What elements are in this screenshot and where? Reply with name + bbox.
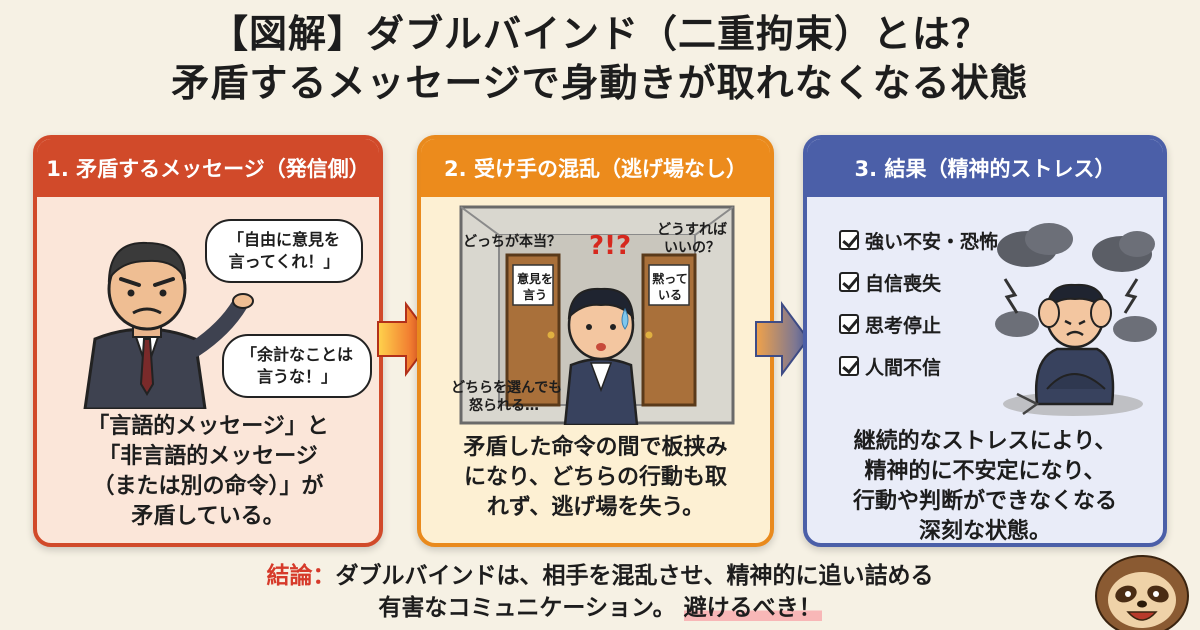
panel-1-header: 1. 矛盾するメッセージ（発信側） bbox=[37, 139, 379, 197]
door-sign-speak-opinion: 意見を 言う bbox=[517, 272, 554, 302]
checkbox-checked-icon bbox=[839, 314, 859, 334]
checkbox-checked-icon bbox=[839, 230, 859, 250]
door-sign-stay-silent: 黙って いる bbox=[652, 272, 688, 302]
list-item: 強い不安・恐怖 bbox=[839, 219, 998, 261]
highlight-avoid: 避けるべき！ bbox=[683, 595, 822, 621]
panel-contradictory-message: 1. 矛盾するメッセージ（発信側） 「自由に意見を 言ってくれ！」 「余計なこと… bbox=[33, 135, 383, 547]
list-item: 人間不信 bbox=[839, 345, 998, 387]
sloth-mascot-icon bbox=[1095, 555, 1189, 630]
panel-mental-stress-result: 3. 結果（精神的ストレス） 強い不安・恐怖 自信喪失 思考停止 人間不信 継続… bbox=[803, 135, 1167, 547]
panel-3-header: 3. 結果（精神的ストレス） bbox=[807, 139, 1163, 197]
conclusion-line-1: 結論：ダブルバインドは、相手を混乱させ、精神的に追い詰める bbox=[266, 563, 934, 589]
angry-boss-illustration bbox=[83, 241, 254, 409]
arrow-right-icon bbox=[755, 300, 810, 378]
panel-3-description: 継続的なストレスにより、 精神的に不安定になり、 行動や判断ができなくなる 深刻… bbox=[852, 429, 1117, 544]
label-what-should-i-do: どうすれば いいの？ bbox=[657, 222, 727, 256]
speech-bubble-say-nothing: 「余計なことは 言うな！」 bbox=[222, 334, 372, 398]
checkbox-checked-icon bbox=[839, 356, 859, 376]
label-which-is-true: どっちが本当？ bbox=[463, 234, 561, 250]
panel-receiver-confusion: 2. 受け手の混乱（逃げ場なし） どっちが本当？ どうすれば いいの？ 意見を … bbox=[417, 135, 774, 547]
panel-2-header: 2. 受け手の混乱（逃げ場なし） bbox=[421, 139, 770, 197]
room-two-doors-illustration bbox=[459, 205, 735, 425]
symptom-checklist: 強い不安・恐怖 自信喪失 思考停止 人間不信 bbox=[839, 219, 998, 387]
list-item: 自信喪失 bbox=[839, 261, 998, 303]
panel-1-description: 「言語的メッセージ」と 「非言語的メッセージ （または別の命令）」が 矛盾してい… bbox=[87, 414, 329, 529]
stressed-person-illustration bbox=[995, 223, 1157, 416]
panel-2-description: 矛盾した命令の間で板挟み になり、どちらの行動も取 れず、逃げ場を失う。 bbox=[463, 435, 728, 520]
title-line-1: 【図解】ダブルバインド（二重拘束）とは？ bbox=[209, 12, 990, 56]
conclusion: 結論：ダブルバインドは、相手を混乱させ、精神的に追い詰める 有害なコミュニケーシ… bbox=[0, 560, 1200, 624]
checkbox-checked-icon bbox=[839, 272, 859, 292]
speech-bubble-speak-freely: 「自由に意見を 言ってくれ！」 bbox=[205, 219, 363, 283]
list-item: 思考停止 bbox=[839, 303, 998, 345]
page-title: 【図解】ダブルバインド（二重拘束）とは？ 矛盾するメッセージで身動きが取れなくな… bbox=[0, 10, 1200, 108]
conclusion-label: 結論： bbox=[266, 563, 336, 589]
confusion-marks: ?!? bbox=[589, 231, 632, 261]
title-line-2: 矛盾するメッセージで身動きが取れなくなる状態 bbox=[171, 61, 1029, 105]
conclusion-line-2: 有害なコミュニケーション。 避けるべき！ bbox=[378, 595, 822, 621]
label-scolded-either-way: どちらを選んでも 怒られる… bbox=[451, 380, 563, 414]
